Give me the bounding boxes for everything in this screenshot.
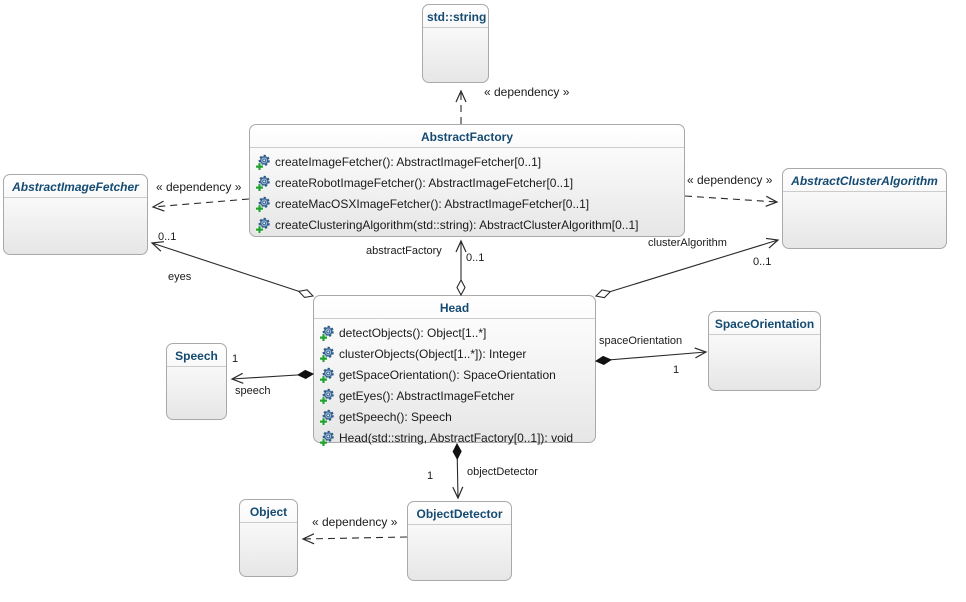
method-signature: detectObjects(): Object[1..*]: [339, 325, 487, 340]
edge-dependency-factory-to-image-fetcher[interactable]: [151, 198, 250, 212]
method-signature: getSpeech(): Speech: [339, 409, 452, 424]
multiplicity-label-space-orientation: 1: [673, 364, 680, 376]
edge-aggregation-head-eyes[interactable]: [152, 243, 313, 296]
method-row: getSpaceOrientation(): SpaceOrientation: [319, 364, 590, 385]
edge-composition-head-space-orientation[interactable]: [596, 352, 706, 361]
multiplicity-label-object-detector: 1: [427, 470, 434, 482]
class-title: AbstractFactory: [250, 125, 684, 148]
method-row: detectObjects(): Object[1..*]: [319, 322, 590, 343]
public-operation-gear-plus-icon: [255, 175, 271, 191]
multiplicity-label-abstract-factory: 0..1: [466, 252, 485, 264]
method-signature: getEyes(): AbstractImageFetcher: [339, 388, 515, 403]
class-box-object[interactable]: Object: [239, 499, 298, 577]
class-title: std::string: [423, 5, 488, 28]
dependency-stereotype-label: « dependency »: [156, 180, 242, 194]
method-signature: createClusteringAlgorithm(std::string): …: [275, 217, 639, 232]
method-signature: Head(std::string, AbstractFactory[0..1])…: [339, 430, 574, 445]
public-operation-gear-plus-icon: [255, 196, 271, 212]
public-operation-gear-plus-icon: [319, 325, 335, 341]
class-title: AbstractClusterAlgorithm: [783, 169, 946, 192]
edge-dependency-detector-to-object[interactable]: [301, 533, 408, 545]
role-label-abstract-factory: abstractFactory: [366, 245, 442, 257]
class-box-abstract-factory[interactable]: AbstractFactory createImageFetcher(): Ab…: [249, 124, 685, 237]
public-operation-gear-plus-icon: [319, 430, 335, 446]
class-box-abstract-cluster-algorithm[interactable]: AbstractClusterAlgorithm: [782, 168, 947, 249]
class-title: SpaceOrientation: [709, 312, 820, 335]
method-signature: clusterObjects(Object[1..*]): Integer: [339, 346, 527, 361]
method-row: createClusteringAlgorithm(std::string): …: [255, 214, 679, 235]
class-operations: detectObjects(): Object[1..*] clusterObj…: [314, 319, 595, 450]
method-row: createMacOSXImageFetcher(): AbstractImag…: [255, 193, 679, 214]
class-box-space-orientation[interactable]: SpaceOrientation: [708, 311, 821, 391]
class-box-speech[interactable]: Speech: [166, 343, 227, 420]
class-box-object-detector[interactable]: ObjectDetector: [407, 501, 512, 581]
class-box-std-string[interactable]: std::string: [422, 4, 489, 83]
method-signature: getSpaceOrientation(): SpaceOrientation: [339, 367, 556, 382]
method-signature: createImageFetcher(): AbstractImageFetch…: [275, 154, 542, 169]
public-operation-gear-plus-icon: [319, 409, 335, 425]
dependency-stereotype-label: « dependency »: [484, 85, 570, 99]
method-signature: createMacOSXImageFetcher(): AbstractImag…: [275, 196, 590, 211]
class-title: Speech: [167, 344, 226, 367]
role-label-speech: speech: [235, 385, 271, 397]
class-title: AbstractImageFetcher: [4, 175, 147, 198]
role-label-space-orientation: spaceOrientation: [599, 335, 683, 347]
dependency-stereotype-label: « dependency »: [312, 515, 398, 529]
public-operation-gear-plus-icon: [319, 346, 335, 362]
public-operation-gear-plus-icon: [319, 388, 335, 404]
method-row: getSpeech(): Speech: [319, 406, 590, 427]
class-box-head[interactable]: Head detectObjects(): Object[1..*] clust…: [313, 295, 596, 446]
method-row: getEyes(): AbstractImageFetcher: [319, 385, 590, 406]
class-title: ObjectDetector: [408, 502, 511, 525]
edge-composition-head-speech[interactable]: [232, 374, 313, 379]
role-label-cluster-algorithm: clusterAlgorithm: [648, 237, 727, 249]
public-operation-gear-plus-icon: [319, 367, 335, 383]
role-label-object-detector: objectDetector: [467, 466, 538, 478]
edge-aggregation-head-cluster-algorithm[interactable]: [596, 240, 778, 296]
multiplicity-label-cluster-algorithm: 0..1: [753, 256, 772, 268]
method-row: clusterObjects(Object[1..*]): Integer: [319, 343, 590, 364]
class-operations: createImageFetcher(): AbstractImageFetch…: [250, 148, 684, 237]
method-row: Head(std::string, AbstractFactory[0..1])…: [319, 427, 590, 448]
method-row: createRobotImageFetcher(): AbstractImage…: [255, 172, 679, 193]
multiplicity-label-speech: 1: [232, 353, 239, 365]
multiplicity-label-eyes: 0..1: [158, 231, 177, 243]
class-box-abstract-image-fetcher[interactable]: AbstractImageFetcher: [3, 174, 148, 255]
class-title: Object: [240, 500, 297, 523]
edge-composition-head-object-detector[interactable]: [457, 444, 458, 498]
role-label-eyes: eyes: [168, 271, 192, 283]
public-operation-gear-plus-icon: [255, 154, 271, 170]
method-row: createImageFetcher(): AbstractImageFetch…: [255, 151, 679, 172]
method-signature: createRobotImageFetcher(): AbstractImage…: [275, 175, 574, 190]
dependency-stereotype-label: « dependency »: [687, 173, 773, 187]
edge-dependency-factory-to-cluster-algorithm[interactable]: [684, 195, 779, 207]
public-operation-gear-plus-icon: [255, 217, 271, 233]
class-title: Head: [314, 296, 595, 319]
